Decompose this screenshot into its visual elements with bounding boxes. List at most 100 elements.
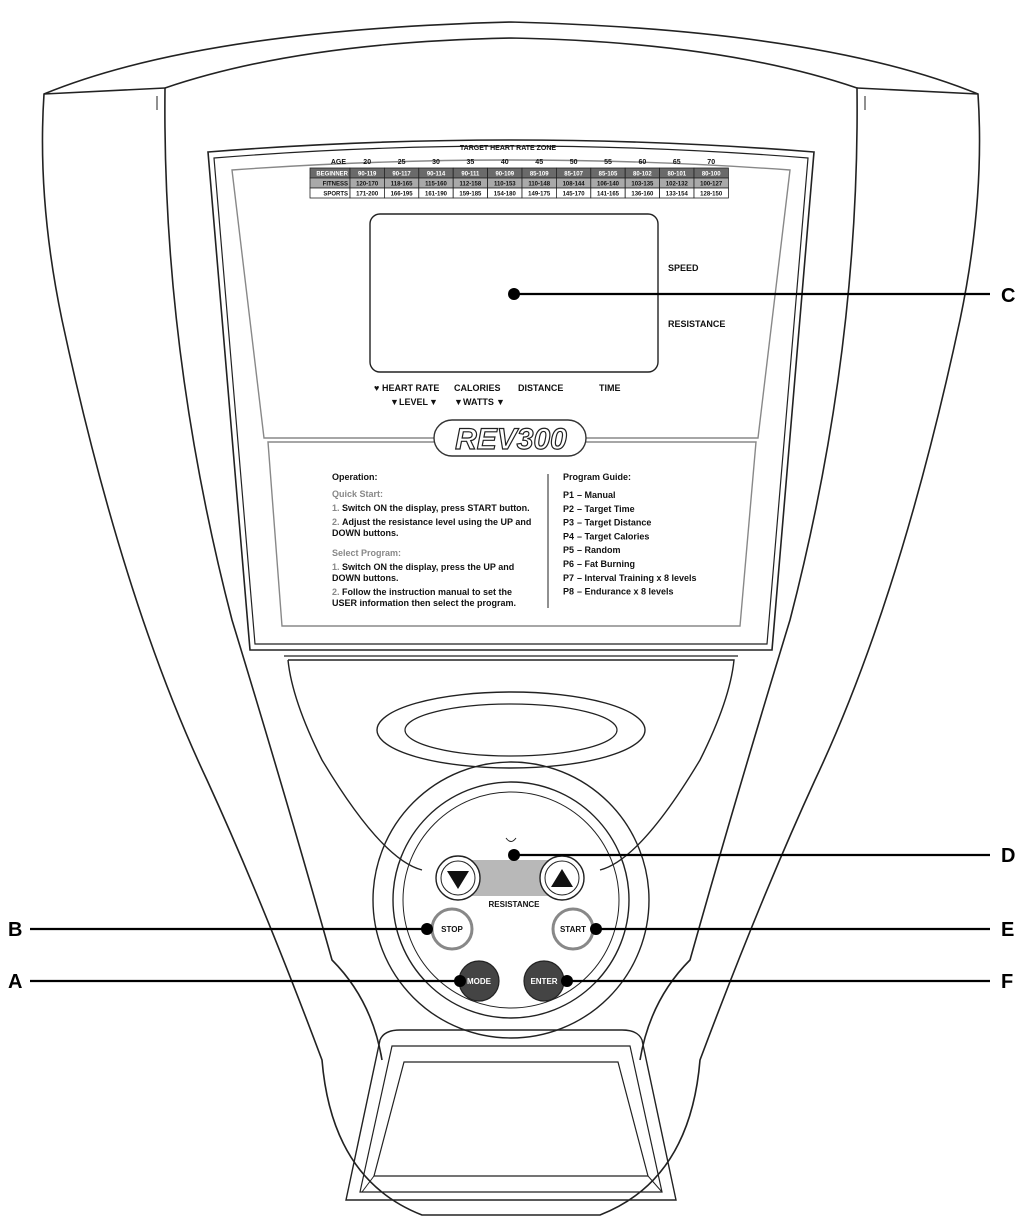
operation-section: Operation: Quick Start: 1. Switch ON the… [332, 472, 531, 608]
label-watts: WATTS [463, 397, 494, 407]
zone-value: 166-195 [391, 192, 414, 198]
heart-icon: ♥ [374, 383, 379, 393]
zone-value: 161-190 [425, 192, 448, 198]
select-step-2-cont: USER information then select the program… [332, 598, 516, 608]
zone-value: 90-109 [495, 172, 514, 178]
zone-value: 102-132 [666, 182, 689, 188]
row-label: BEGINNER [316, 172, 348, 178]
program-name: – Fat Burning [577, 559, 635, 569]
zone-value: 133-154 [666, 192, 689, 198]
row-label: FITNESS [323, 182, 348, 188]
age-header: 30 [432, 159, 440, 166]
callout-b: B [8, 919, 22, 941]
program-code: P1 [563, 490, 574, 500]
resistance-down-button[interactable] [435, 855, 481, 901]
display-bottom-labels: ♥ HEART RATE CALORIES DISTANCE TIME ▼ LE… [374, 383, 621, 407]
zone-value: 85-109 [530, 172, 549, 178]
zone-value: 103-135 [631, 182, 654, 188]
program-code: P6 [563, 559, 574, 569]
label-heart-rate: HEART RATE [382, 383, 439, 393]
zone-value: 110-148 [528, 182, 550, 188]
enter-button[interactable]: ENTER [523, 960, 565, 1002]
display-bezel [207, 139, 815, 651]
label-resistance: RESISTANCE [668, 319, 725, 329]
arrow-up-icon [551, 869, 573, 887]
brand-logo-text: REV300 [455, 423, 567, 456]
arrow-down-icon [447, 871, 469, 889]
label-time: TIME [599, 383, 621, 393]
program-name: – Target Time [577, 504, 635, 514]
age-label: AGE [331, 159, 347, 166]
age-header: 35 [467, 159, 475, 166]
age-header: 45 [535, 159, 543, 166]
zone-value: 128-150 [700, 192, 723, 198]
zone-value: 85-105 [599, 172, 618, 178]
zone-value: 106-140 [597, 182, 620, 188]
select-step-1: Switch ON the display, press the UP and [342, 562, 514, 572]
zone-value: 149-175 [528, 192, 551, 198]
zone-value: 118-165 [391, 182, 413, 188]
zone-value: 159-185 [459, 192, 482, 198]
start-button[interactable]: START [551, 907, 595, 951]
step-number: 2. [332, 517, 340, 527]
age-header: 70 [707, 159, 715, 166]
stop-button-label: STOP [441, 925, 463, 934]
resistance-up-button[interactable] [539, 855, 585, 901]
zone-value: 90-111 [461, 172, 480, 178]
triangle-down-icon: ▼ [429, 397, 438, 407]
console-housing [41, 21, 981, 1216]
program-code: P5 [563, 545, 574, 555]
zone-value: 85-107 [564, 172, 583, 178]
select-step-1-cont: DOWN buttons. [332, 573, 399, 583]
zone-value: 100-127 [700, 182, 723, 188]
program-name: – Manual [577, 490, 616, 500]
zone-value: 115-160 [425, 182, 447, 188]
step-number: 2. [332, 587, 340, 597]
program-guide-title: Program Guide: [563, 472, 631, 482]
age-header: 25 [398, 159, 406, 166]
quick-start-step-2: Adjust the resistance level using the UP… [342, 517, 531, 527]
triangle-down-icon: ▼ [390, 397, 399, 407]
stop-button[interactable]: STOP [430, 907, 474, 951]
quick-start-title: Quick Start: [332, 489, 383, 499]
label-speed: SPEED [668, 263, 699, 273]
brand-logo: REV300 [433, 419, 587, 457]
age-header: 60 [639, 159, 647, 166]
label-calories: CALORIES [454, 383, 501, 393]
zone-value: 154-180 [494, 192, 517, 198]
program-code: P4 [563, 531, 574, 541]
select-program-title: Select Program: [332, 548, 401, 558]
zone-value: 80-100 [702, 172, 721, 178]
program-name: – Target Distance [577, 518, 651, 528]
program-code: P7 [563, 573, 574, 583]
start-button-label: START [560, 925, 586, 934]
zone-value: 90-117 [392, 172, 411, 178]
zone-value: 112-158 [460, 182, 482, 188]
callout-d: D [1001, 845, 1015, 867]
zone-cell [693, 187, 729, 199]
zone-value: 120-170 [356, 182, 379, 188]
program-name: – Target Calories [577, 531, 649, 541]
row-label: SPORTS [323, 192, 348, 198]
zone-value: 110-153 [494, 182, 516, 188]
callout-a: A [8, 971, 22, 993]
age-header: 55 [604, 159, 612, 166]
zone-value: 80-101 [667, 172, 686, 178]
operation-title: Operation: [332, 472, 378, 482]
resistance-label: RESISTANCE [489, 900, 541, 909]
enter-button-label: ENTER [530, 977, 557, 986]
callout-c: C [1001, 285, 1015, 307]
zone-value: 80-102 [633, 172, 652, 178]
program-code: P3 [563, 518, 574, 528]
callouts: D B E A F [8, 845, 1015, 993]
zone-value: 108-144 [563, 182, 586, 188]
age-header: 20 [363, 159, 371, 166]
quick-start-step-1: Switch ON the display, press START butto… [342, 503, 530, 513]
step-number: 1. [332, 562, 340, 572]
console-hood [284, 655, 738, 871]
program-name: – Endurance x 8 levels [577, 587, 674, 597]
lower-handle [345, 1029, 677, 1201]
step-number: 1. [332, 503, 340, 513]
